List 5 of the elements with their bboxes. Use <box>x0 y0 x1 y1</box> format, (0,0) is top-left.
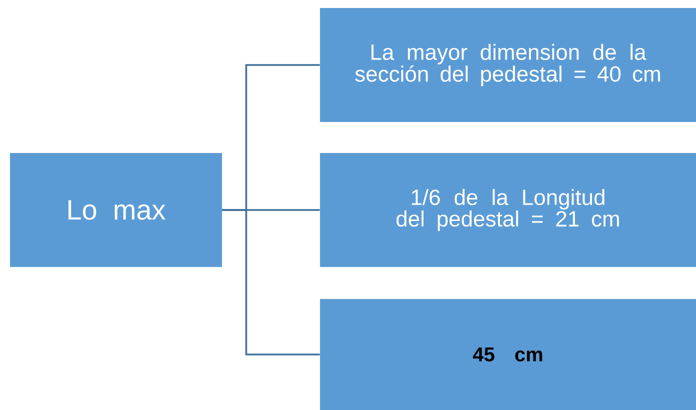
process-box: 1/6 de la Longitud del pedestal = 21 cm <box>320 153 696 267</box>
process-box: La mayor dimension de la sección del pedestal = 40 cm <box>320 8 696 122</box>
process-box: 45 cm <box>320 299 696 410</box>
process-box: Lo max <box>10 153 222 267</box>
connector-line <box>222 209 320 356</box>
